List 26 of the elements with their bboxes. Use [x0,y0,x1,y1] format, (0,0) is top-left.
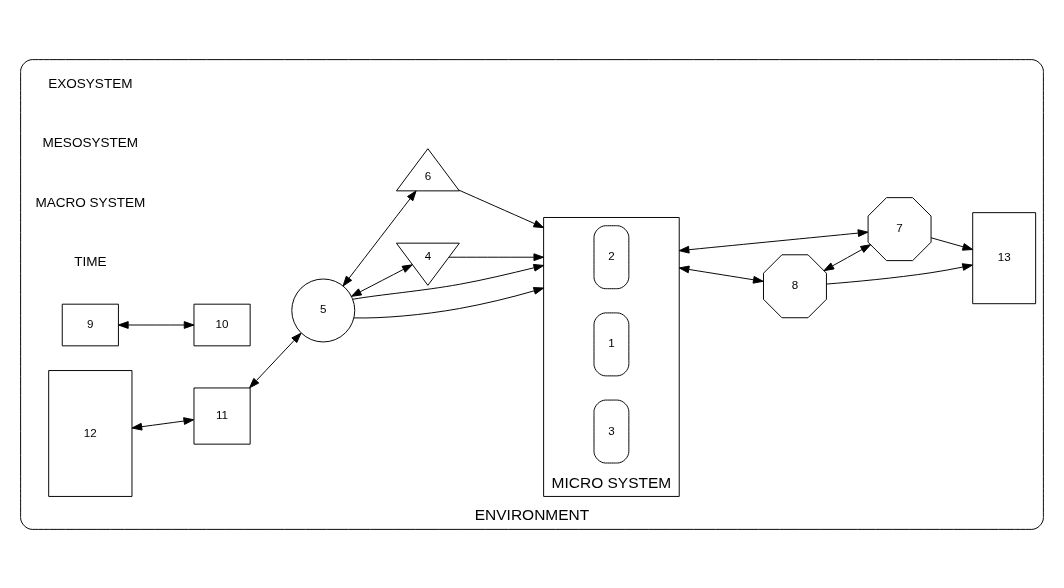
node-box: 9 [61,303,119,346]
arrow [826,262,973,285]
node-box: 13 [972,211,1037,304]
node-box: 3 [593,399,630,463]
arrow [118,320,195,329]
arrow [249,332,302,388]
label: EXOSYSTEM [48,75,133,91]
arrow [131,416,195,431]
arrow [342,189,417,286]
node-box: 11 [193,387,251,445]
arrow [823,243,872,271]
arrow [930,236,974,251]
node-box: 10 [193,303,251,346]
arrow [678,265,764,284]
node-box: 1 [593,311,630,376]
arrow [448,252,545,261]
arrow [352,263,545,300]
node-box: 12 [48,369,133,497]
node-box: 2 [593,224,630,289]
label: MACRO SYSTEM [35,194,146,210]
label: MESOSYSTEM [42,134,139,150]
arrow [351,263,413,297]
arrow [678,228,869,254]
arrow [458,189,545,228]
arrow [353,286,545,318]
label: TIME [74,253,107,269]
